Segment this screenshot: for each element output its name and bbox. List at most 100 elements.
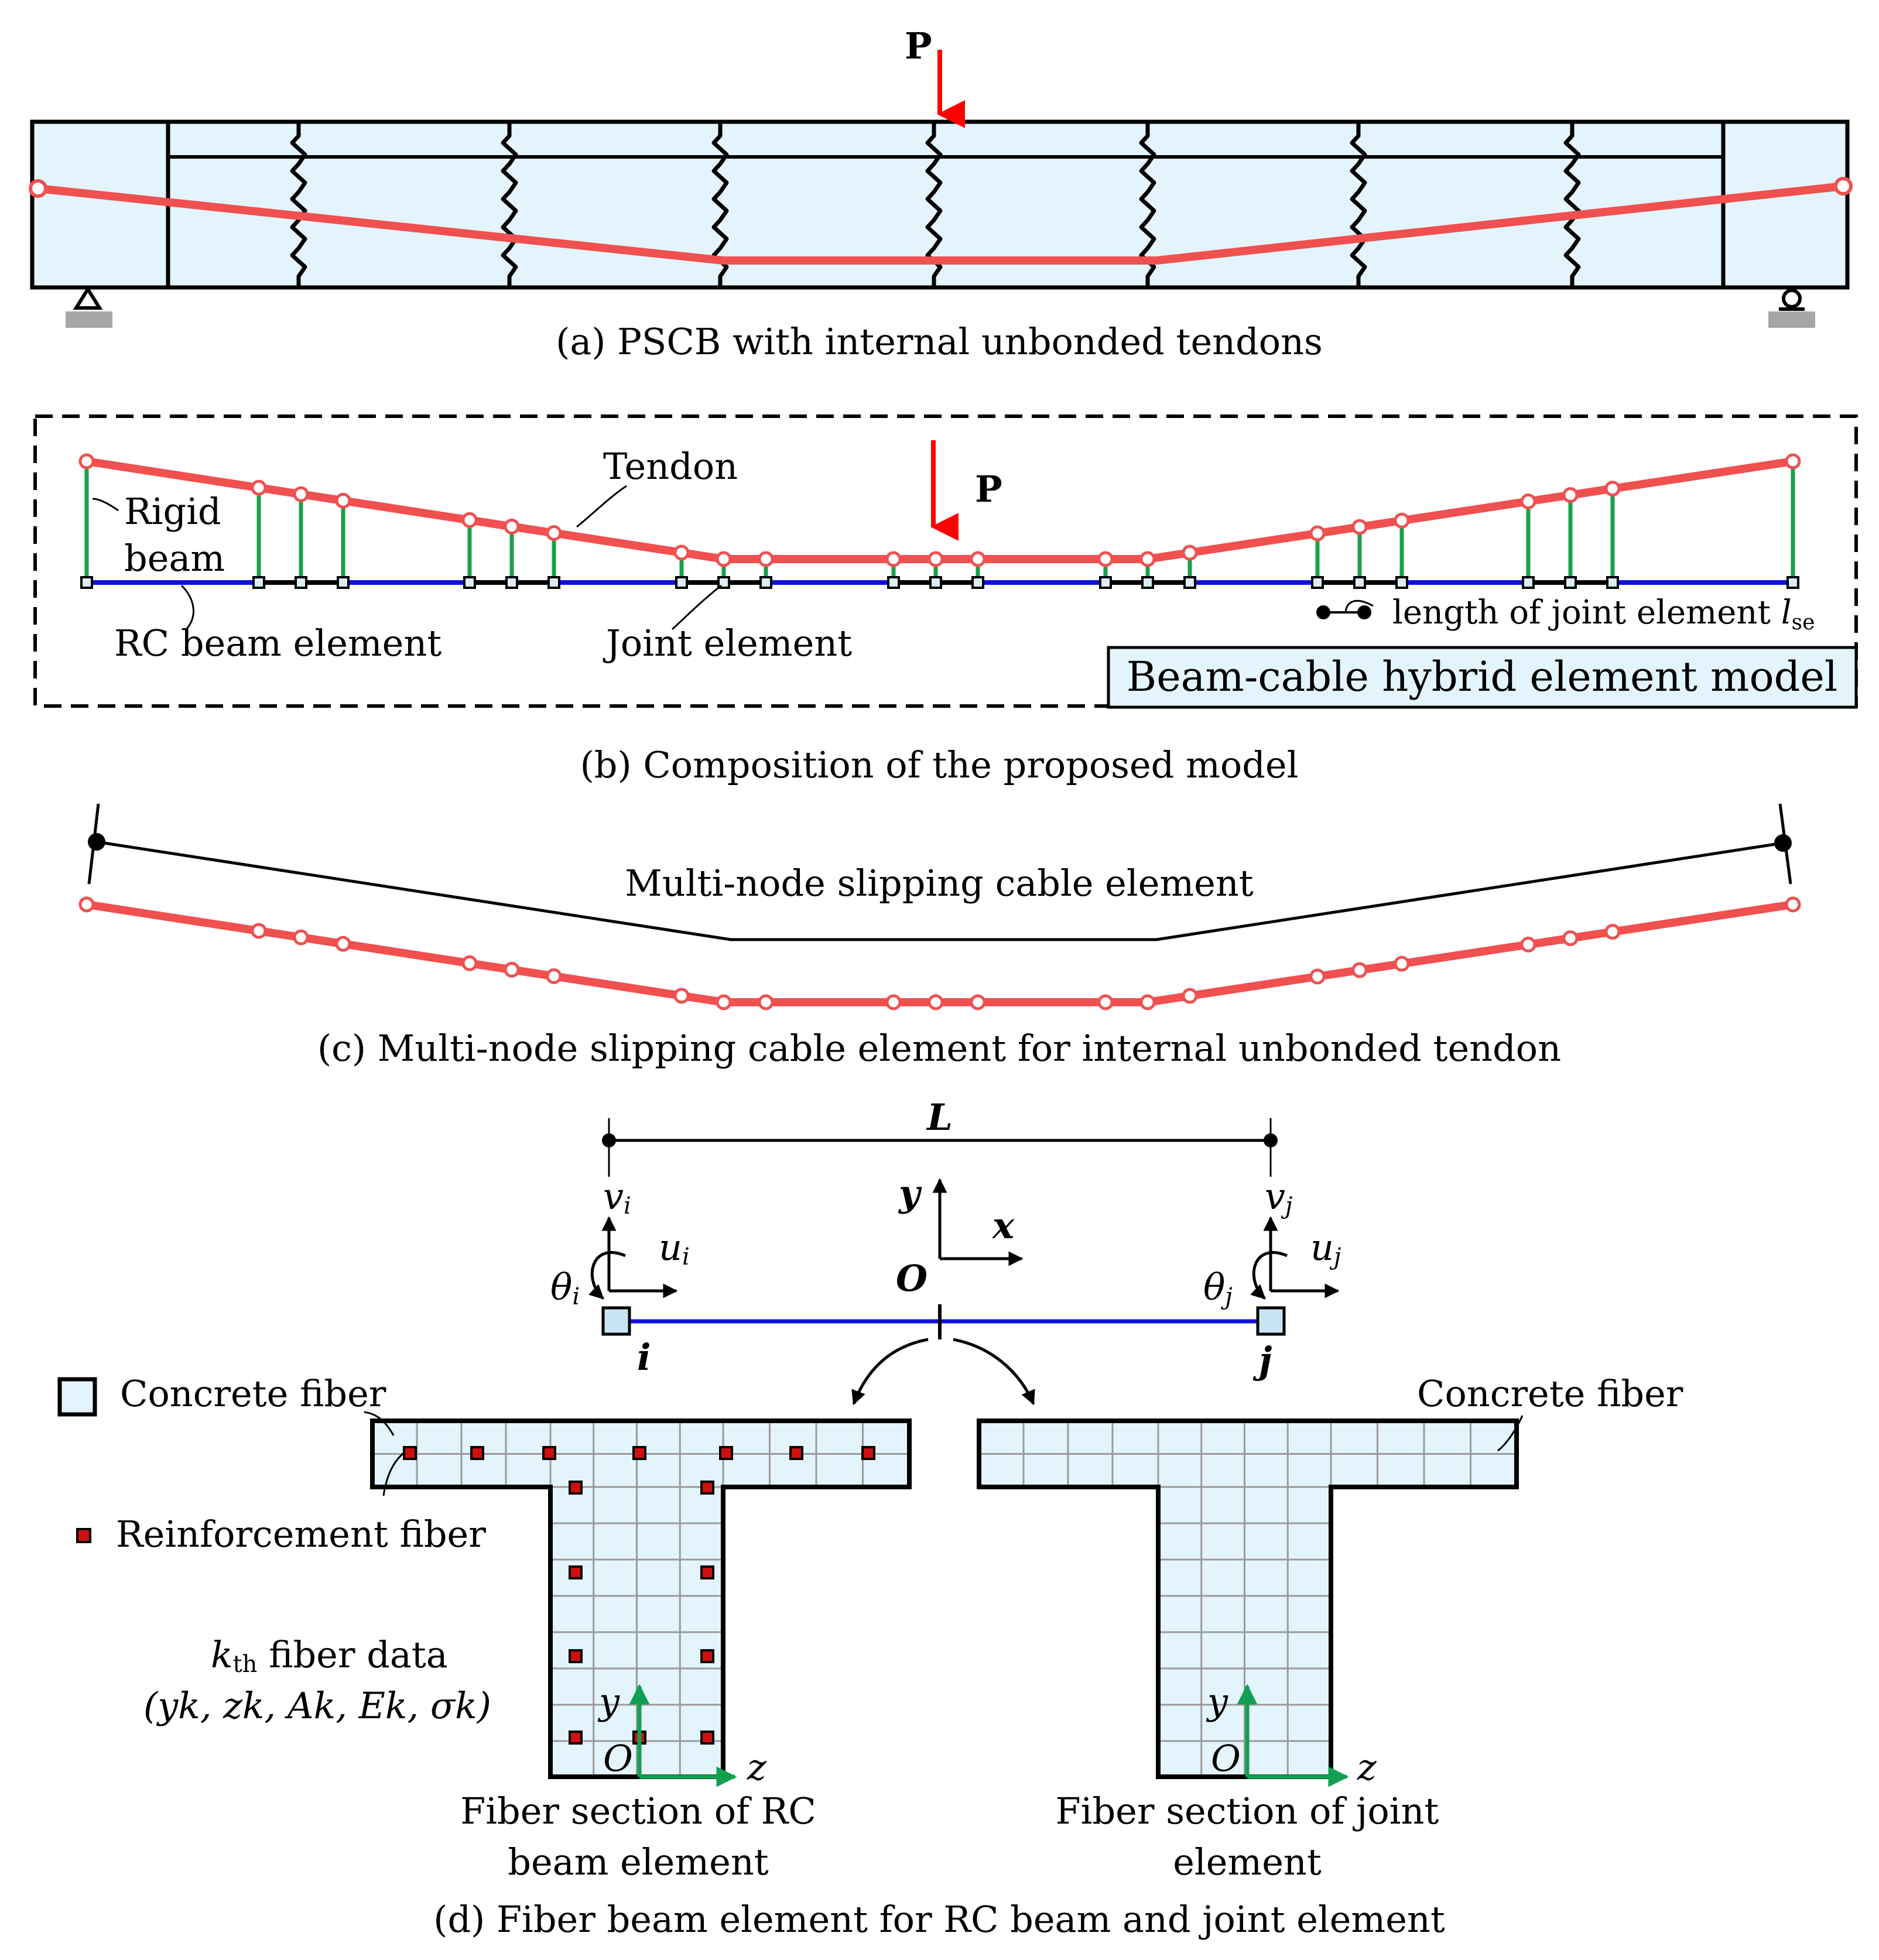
cable-node <box>929 996 942 1009</box>
joint-section-y-label: y <box>1206 1680 1228 1723</box>
beam-node <box>1142 577 1153 588</box>
global-y-label: y <box>898 1172 922 1215</box>
reinforcement-fiber <box>570 1482 581 1493</box>
kth-fiber-label: kth fiber data <box>211 1633 448 1678</box>
dim-dot-left <box>602 1133 616 1147</box>
cable-node <box>759 996 772 1009</box>
tendon-node <box>929 553 942 566</box>
tendon-node <box>505 520 518 533</box>
tendon-node <box>463 513 476 526</box>
reinforcement-fiber <box>701 1732 713 1743</box>
rc-section-caption-1: Fiber section of RC <box>460 1790 816 1832</box>
fiber-tuple-label: (yk, zk, Ak, Ek, σk) <box>143 1684 491 1727</box>
caption-c: (c) Multi-node slipping cable element fo… <box>317 1027 1561 1070</box>
pin-support <box>66 289 112 328</box>
section-arrow-left <box>854 1339 928 1404</box>
tendon-node <box>337 494 350 507</box>
tendon-node <box>971 553 984 566</box>
tendon-node <box>547 526 560 539</box>
joint-section-z-label: z <box>1357 1746 1377 1788</box>
tendon-node <box>295 488 307 501</box>
reinforcement-fiber <box>863 1447 874 1459</box>
reinforcement-fiber <box>701 1567 713 1578</box>
tendon-node <box>675 546 688 559</box>
tendon-nodes <box>80 455 1799 566</box>
cable-node <box>1183 989 1196 1002</box>
beam-node <box>1185 577 1195 588</box>
node-i <box>603 1308 629 1334</box>
u-j-label: uj <box>1310 1226 1341 1270</box>
tendon-leader <box>577 486 627 527</box>
roller-support <box>1768 290 1815 328</box>
caption-d: (d) Fiber beam element for RC beam and j… <box>433 1898 1445 1941</box>
rc-beam-label: RC beam element <box>114 622 441 664</box>
joint-section-origin: O <box>1211 1737 1241 1780</box>
cable-node <box>337 937 350 950</box>
tendon-node <box>1353 520 1366 533</box>
load-label-b: P <box>975 468 1002 510</box>
beam-node <box>1354 577 1365 588</box>
beam-node <box>973 577 983 588</box>
rc-section-z-label: z <box>747 1746 766 1788</box>
tendon-node <box>252 481 265 494</box>
reinforcement-fiber <box>570 1567 581 1578</box>
caption-b: (b) Composition of the proposed model <box>580 743 1299 786</box>
tendon-node <box>717 553 730 566</box>
joint-length-label: length of joint element lse <box>1392 594 1815 635</box>
joint-section-caption-1: Fiber section of joint <box>1056 1790 1439 1832</box>
node-j-label: j <box>1252 1339 1272 1382</box>
cable-node <box>1099 996 1112 1009</box>
load-label: P <box>905 25 932 67</box>
beam-node <box>888 577 899 588</box>
joint-fiber-section: y z O Concrete fiber <box>979 1372 1683 1788</box>
anchor-right <box>1836 179 1851 194</box>
cable-node <box>295 931 307 944</box>
length-label: L <box>926 1096 953 1139</box>
beam-node <box>1523 577 1534 588</box>
v-i-label: vi <box>603 1175 631 1219</box>
tendon-node <box>80 455 93 468</box>
cable-nodes <box>80 898 1799 1009</box>
beam-node <box>1312 577 1323 588</box>
beam-node <box>254 577 264 588</box>
node-j <box>1258 1308 1284 1334</box>
reinforcement-fiber <box>404 1447 416 1459</box>
global-x-label: x <box>991 1204 1015 1247</box>
cable-node <box>1522 938 1535 951</box>
tendon-node <box>1099 553 1112 566</box>
reinforcement-fiber <box>471 1447 483 1459</box>
reinforcement-fiber <box>570 1650 581 1662</box>
cable-node <box>1606 926 1619 938</box>
cable-node <box>1786 898 1799 911</box>
anchor-left <box>30 181 46 196</box>
rigid-beam-label-1: Rigid <box>124 490 221 533</box>
panel-b: P Tendon Rigid beam RC beam element Join… <box>35 416 1856 786</box>
cable-end-node-left <box>88 833 105 851</box>
rc-fiber-section: y z O <box>364 1412 909 1788</box>
cable-node <box>1353 964 1366 976</box>
tendon-node <box>1522 495 1535 508</box>
cable-node <box>463 957 476 969</box>
panel-c: Multi-node slipping cable element (c) Mu… <box>80 804 1799 1070</box>
joint-length-dimension <box>1316 601 1373 619</box>
tendon-node <box>1606 482 1619 495</box>
beam-node <box>676 577 687 588</box>
node-i-label: i <box>637 1336 651 1379</box>
reinforcement-fiber <box>701 1482 713 1493</box>
tendon-label: Tendon <box>603 445 738 488</box>
tendon-node <box>1395 514 1408 527</box>
cable-node <box>252 924 265 937</box>
rc-section-y-label: y <box>597 1680 620 1723</box>
beam-node <box>296 577 306 588</box>
cable-node <box>505 963 518 976</box>
model-box-label: Beam-cable hybrid element model <box>1127 653 1837 701</box>
cable-label: Multi-node slipping cable element <box>625 862 1254 904</box>
tendon-node <box>1183 546 1196 559</box>
reinforcement-fiber <box>634 1447 645 1459</box>
reinforcement-fiber <box>701 1650 713 1662</box>
tendon-node <box>759 553 772 566</box>
reinforcement-fiber <box>570 1732 581 1743</box>
beam-node <box>930 577 941 588</box>
tendon-node <box>1141 553 1154 566</box>
